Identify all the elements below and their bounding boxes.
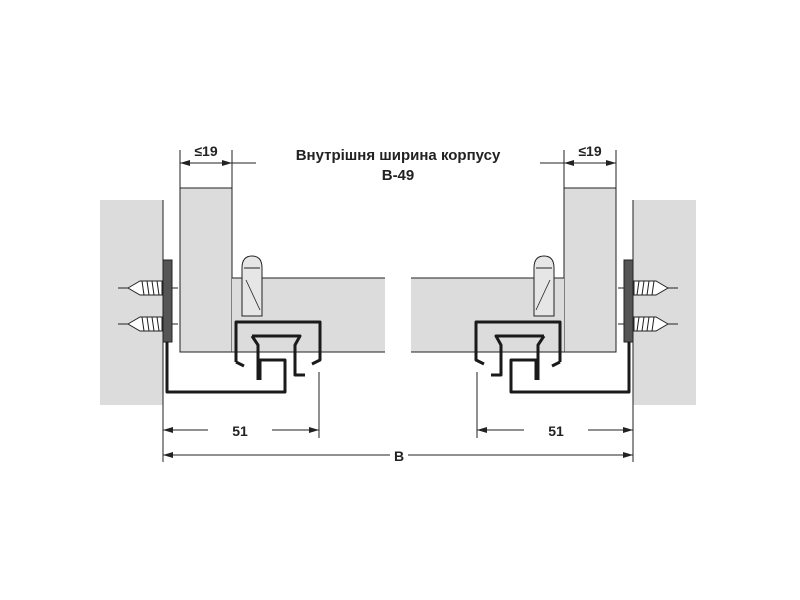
right-slide-assembly (411, 150, 696, 462)
right-panel-dimension: ≤19 (578, 143, 601, 159)
title-inner-width: Внутрішня ширина корпусу (296, 147, 501, 164)
left-rail-dimension: 51 (232, 423, 248, 439)
right-rail-dimension: 51 (548, 423, 564, 439)
title-formula: B-49 (382, 167, 415, 184)
total-width-label: B (394, 448, 404, 464)
left-slide-assembly (100, 150, 385, 462)
left-panel-dimension: ≤19 (194, 143, 217, 159)
